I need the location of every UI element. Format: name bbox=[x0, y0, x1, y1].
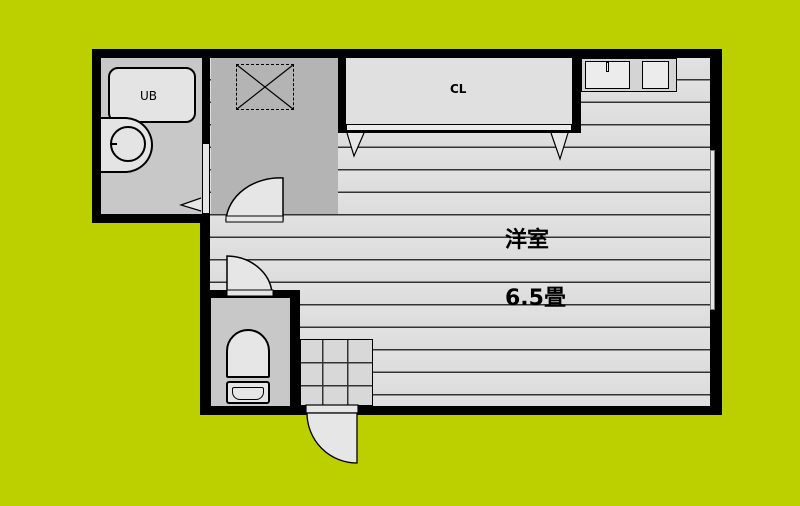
western-room-size: 6.5畳 bbox=[505, 286, 566, 311]
bath-sliding-door[interactable] bbox=[202, 143, 210, 214]
closet-rail bbox=[346, 124, 572, 131]
hand-wash-basin bbox=[232, 387, 264, 400]
unit-bath-label: UB bbox=[140, 89, 158, 103]
window-right[interactable] bbox=[710, 150, 715, 310]
closet-label: CL bbox=[450, 82, 467, 96]
western-room-label: 洋室 bbox=[505, 228, 550, 253]
faucet bbox=[110, 143, 117, 145]
kitchen-faucet bbox=[606, 62, 609, 72]
washing-machine-pan bbox=[236, 64, 294, 110]
stove[interactable] bbox=[642, 61, 669, 89]
toilet-bowl[interactable] bbox=[226, 329, 270, 378]
bathtub bbox=[108, 67, 196, 123]
entrance-genkan bbox=[300, 339, 373, 406]
closet[interactable] bbox=[346, 58, 572, 124]
